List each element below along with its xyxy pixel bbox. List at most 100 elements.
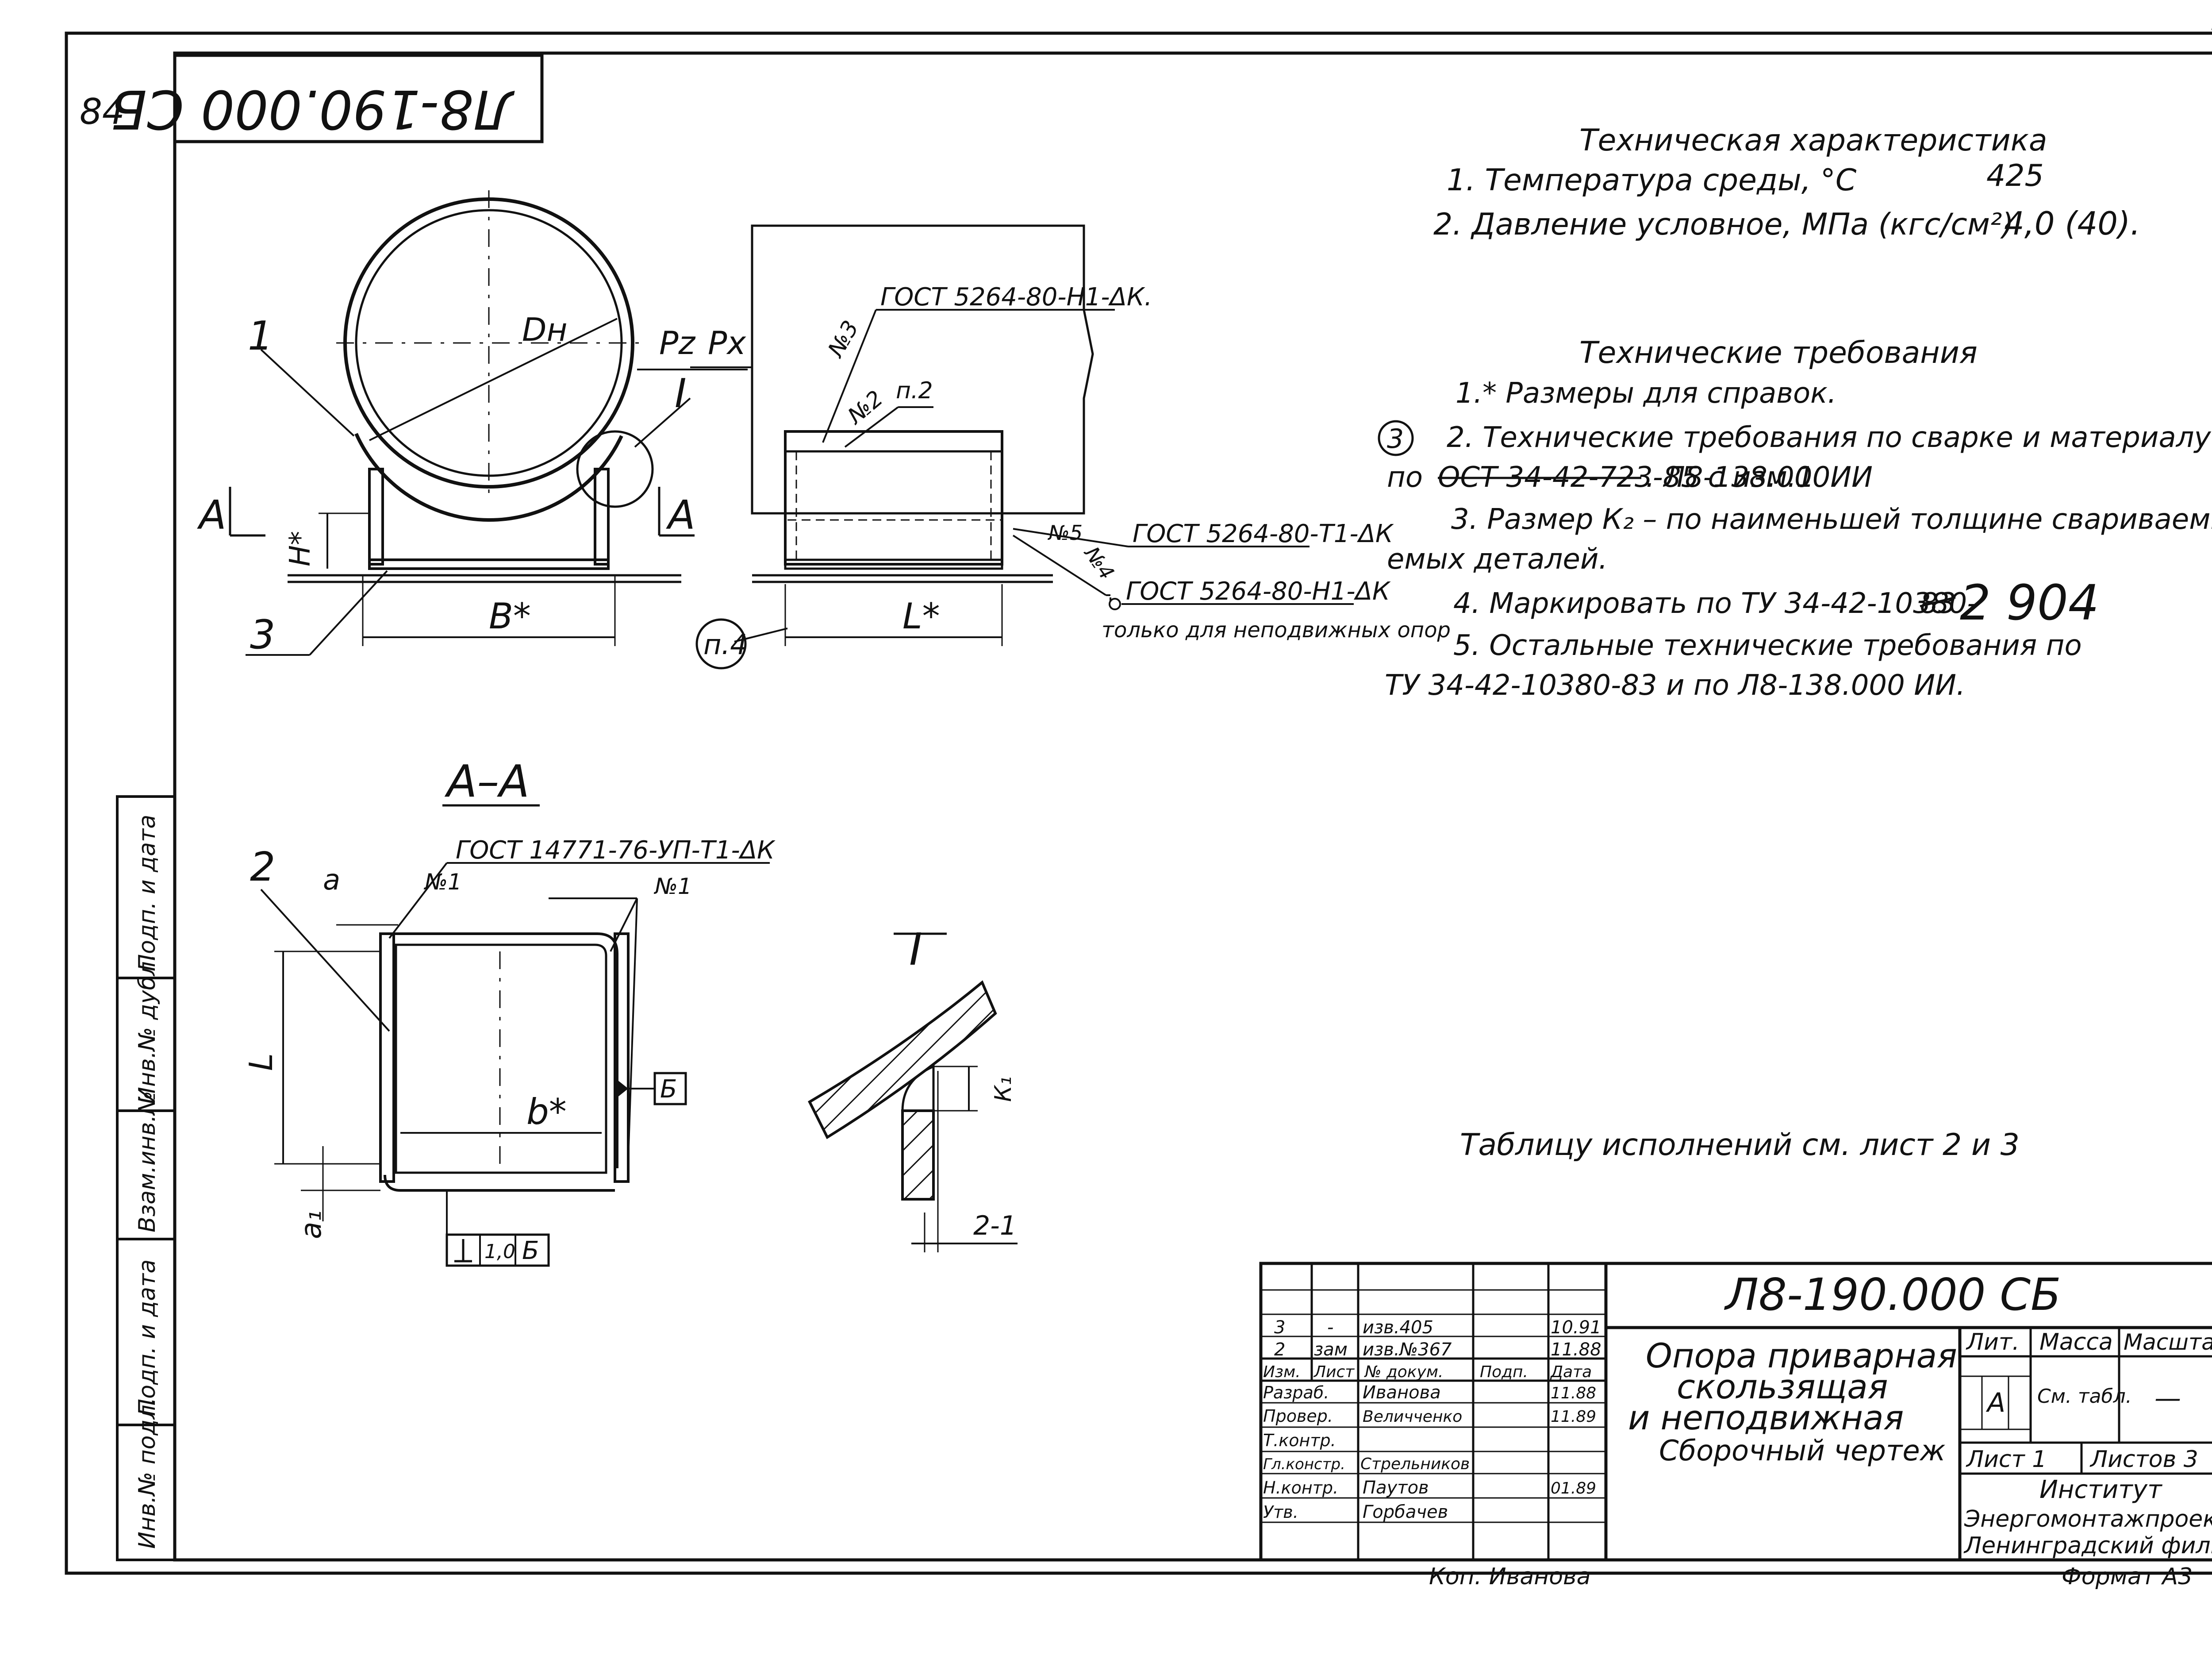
tech-req-5a: 5. Остальные технические требования по [1453, 629, 2082, 662]
label-part-1: 1 [248, 313, 273, 359]
label-gap: 2-1 [973, 1210, 1017, 1241]
tech-requirements: Технические требования 1.* Размеры для с… [1378, 335, 2212, 702]
section-aa-view [260, 804, 770, 1267]
label-n1-right: №1 [653, 874, 692, 899]
tech-char-title: Техническая характеристика [1579, 123, 2047, 158]
tech-req-4: 4. Маркировать по ТУ 34-42-10380- [1453, 587, 1977, 620]
label-h-star: H* [284, 531, 317, 566]
rev-3-sheet: - [1327, 1317, 1333, 1338]
label-n4: №4 [1079, 541, 1119, 584]
label-dn: Dн [522, 311, 568, 348]
perp-tolerance: 1,0 [484, 1240, 515, 1263]
label-l-star: L* [902, 596, 940, 637]
label-dim-l: L [242, 1053, 280, 1071]
role-nkontr: Н.контр. [1263, 1478, 1338, 1497]
scale-value: — [2154, 1383, 2181, 1414]
role-prover: Провер. [1263, 1406, 1333, 1426]
sheet-number: Лист 1 [1966, 1446, 2047, 1473]
label-n5: №5 [1047, 521, 1083, 545]
role-utv-name: Горбачев [1363, 1502, 1448, 1522]
role-razrab-date: 11.88 [1551, 1384, 1596, 1402]
head-izm: Изм. [1263, 1363, 1301, 1381]
rev-3-doc: изв.405 [1363, 1317, 1433, 1338]
role-prover-name: Величченко [1363, 1408, 1462, 1426]
stamp-inv-podl: Инв.№ подл. [134, 1397, 161, 1549]
sheet-count: Листов 3 [2089, 1446, 2198, 1473]
lit-value: А [1985, 1387, 2005, 1418]
rev-2-no: 2 [1274, 1340, 1285, 1360]
tech-req-2b-suffix: . Л8-138.000ИИ [1646, 461, 1873, 494]
tech-char-value2: 4,0 (40). [2004, 205, 2140, 242]
org-line-2: Энергомонтажпроект [1964, 1506, 2212, 1532]
title-doc-type: Сборочный чертеж [1659, 1435, 1946, 1467]
label-part-2: 2 [250, 844, 275, 890]
mass-value: См. табл. [2037, 1385, 2132, 1408]
title-name-2: скользящая [1677, 1367, 1888, 1406]
rotated-code: Л8-190.000 СБ [111, 78, 515, 139]
title-name-1: Опора приварная [1646, 1336, 1957, 1375]
weld-note-1: ГОСТ 5264-80-Н1-ΔК. [880, 283, 1152, 312]
head-podp: Подп. [1480, 1363, 1528, 1381]
org-line-1: Институт [2039, 1475, 2162, 1504]
label-px: Px [708, 324, 746, 362]
weld-note-3-remark: только для неподвижных опор [1102, 618, 1451, 643]
title-name-3: и неподвижная [1628, 1398, 1904, 1437]
rev-2-doc: изв.№367 [1363, 1340, 1452, 1360]
head-scale: Масштаб [2124, 1329, 2212, 1355]
tech-req-3a: 3. Размер К₂ – по наименьшей толщине сва… [1451, 503, 2212, 536]
weld-note-4: ГОСТ 14771-76-УП-Т1-ΔК [456, 836, 776, 865]
left-margin-mark: 84 [80, 91, 125, 132]
section-mark-a-left: А [197, 492, 227, 539]
label-pn4: п.4 [703, 628, 748, 661]
org-line-3: Ленинградский филиал [1963, 1532, 2212, 1559]
role-nkontr-name: Паутов [1363, 1478, 1429, 1498]
role-nkontr-date: 01.89 [1551, 1479, 1596, 1497]
role-prover-date: 11.89 [1551, 1408, 1596, 1426]
tech-char-line1: 1. Температура среды, °С [1447, 163, 1857, 198]
detail-i-title: I [909, 924, 922, 975]
detail-i-view [808, 932, 1018, 1252]
flag-b: Б [660, 1075, 677, 1104]
tech-req-1: 1.* Размеры для справок. [1455, 377, 1836, 410]
rev-3-date: 10.91 [1551, 1317, 1601, 1338]
label-n1-left: №1 [423, 869, 462, 895]
title-block [1259, 1262, 2212, 1562]
section-mark-a-right: А [666, 492, 695, 539]
detail-ref-i: I [675, 370, 687, 417]
role-razrab: Разраб. [1263, 1383, 1329, 1402]
tech-req-3b: емых деталей. [1387, 543, 1608, 576]
title-designation: Л8-190.000 СБ [1724, 1269, 2061, 1320]
label-b-star: B* [489, 596, 531, 637]
sheet-format: Формат А3 [2062, 1563, 2193, 1590]
rev-2-date: 11.88 [1551, 1340, 1601, 1360]
role-glkonstr-name: Стрельников [1360, 1455, 1470, 1473]
copied-by: Коп. Иванова [1429, 1563, 1591, 1590]
tech-req-circle-mark: 3 [1387, 423, 1404, 454]
tech-char-value1: 425 [1986, 158, 2044, 193]
label-dim-a: a [323, 864, 340, 897]
head-list: Лист [1313, 1363, 1355, 1381]
tech-req-4-handwritten: 2 904 [1960, 574, 2099, 631]
label-pz: Pz [659, 324, 696, 362]
section-aa-title: А–А [444, 755, 530, 807]
role-utv: Утв. [1263, 1502, 1298, 1522]
head-date: Дата [1550, 1363, 1592, 1381]
role-tkontr: Т.контр. [1263, 1431, 1336, 1450]
head-lit: Лит. [1966, 1329, 2020, 1355]
tech-req-5b: ТУ 34-42-10380-83 и по Л8-138.000 ИИ. [1385, 669, 1965, 702]
side-view [690, 224, 1354, 670]
side-stamp: Инв.№ подл. Подп. и дата Взам.инв.№ Инв.… [116, 795, 176, 1561]
corner-number: 76 [2208, 20, 2212, 62]
label-pn2: п.2 [896, 377, 933, 404]
label-dim-a1: a₁ [295, 1210, 328, 1239]
stamp-vzam: Взам.инв.№ [134, 1091, 161, 1232]
tech-req-4-struck: 83 [1920, 587, 1956, 620]
label-part-3: 3 [250, 612, 275, 658]
weld-note-3: ГОСТ 5264-80-Н1-ΔК [1126, 577, 1391, 606]
head-doc: № докум. [1364, 1363, 1443, 1381]
tech-characteristics: Техническая характеристика 1. Температур… [1433, 123, 2140, 242]
tech-req-2a: 2. Технические требования по сварке и ма… [1447, 421, 2212, 454]
front-view [229, 190, 748, 656]
head-mass: Масса [2039, 1329, 2113, 1355]
